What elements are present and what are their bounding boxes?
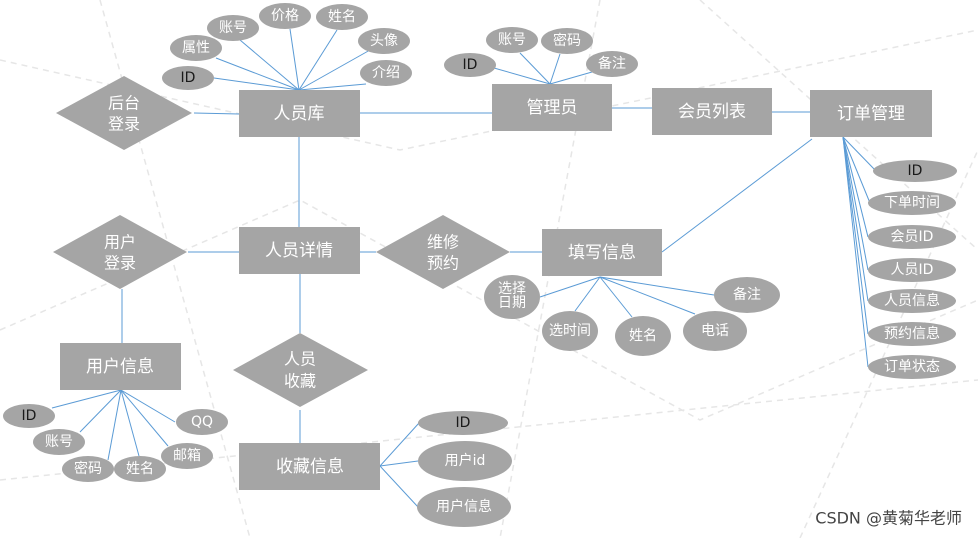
entity-label: 人员库 xyxy=(274,104,325,124)
attr-email: 邮箱 xyxy=(173,448,201,464)
attr-order-time: 下单时间 xyxy=(884,195,940,211)
attr-user-info: 用户信息 xyxy=(436,498,492,515)
attr-remark: 备注 xyxy=(733,286,761,303)
attr-account: 账号 xyxy=(219,20,247,36)
attr-account: 账号 xyxy=(498,32,526,48)
attr-id: ID xyxy=(456,415,471,431)
attr-avatar: 头像 xyxy=(370,33,398,49)
entity-label: 管理员 xyxy=(527,98,578,118)
attr-password: 密码 xyxy=(74,460,102,477)
user-info-attributes: ID 账号 密码 姓名 邮箱 QQ xyxy=(3,404,228,482)
attr-name: 姓名 xyxy=(629,328,657,344)
attr-name: 姓名 xyxy=(328,9,356,25)
attr-price: 价格 xyxy=(271,8,299,24)
entity-label: 收藏信息 xyxy=(276,457,344,477)
attr-id: ID xyxy=(463,57,478,73)
entity-label: 会员列表 xyxy=(678,102,746,122)
staff-attributes: ID 属性 账号 价格 姓名 头像 介绍 xyxy=(162,3,412,90)
attr-staff-info: 人员信息 xyxy=(884,292,940,309)
admin-attributes: ID 账号 密码 备注 xyxy=(444,27,638,77)
entity-member-list: 会员列表 xyxy=(652,88,772,135)
attr-select-date: 日期 xyxy=(498,295,526,311)
attr-id: ID xyxy=(22,408,37,424)
entity-label: 用户信息 xyxy=(86,357,154,377)
relation-label: 维修 xyxy=(427,233,459,252)
relation-label: 人员 xyxy=(284,350,316,369)
attr-account: 账号 xyxy=(45,434,73,450)
entity-staff-detail: 人员详情 xyxy=(239,227,360,274)
attr-phone: 电话 xyxy=(701,323,729,339)
attr-id: ID xyxy=(181,70,196,86)
watermark: CSDN @黄菊华老师 xyxy=(815,509,962,528)
entity-label: 填写信息 xyxy=(568,243,636,263)
favorite-info-attributes: ID 用户id 用户信息 xyxy=(417,411,512,527)
attr-order-status: 订单状态 xyxy=(884,359,940,375)
attr-member-id: 会员ID xyxy=(891,229,934,245)
relation-label: 登录 xyxy=(104,254,136,273)
entity-label: 订单管理 xyxy=(837,104,905,124)
relation-label: 预约 xyxy=(427,254,459,273)
connectors xyxy=(51,28,877,508)
attr-staff-id: 人员ID xyxy=(891,262,934,278)
attr-qq: QQ xyxy=(191,414,213,430)
attr-booking-info: 预约信息 xyxy=(884,325,940,342)
entity-user-info: 用户信息 xyxy=(60,343,181,390)
attr-password: 密码 xyxy=(553,32,581,49)
attr-property: 属性 xyxy=(182,40,210,56)
order-attributes: ID 下单时间 会员ID 人员ID 人员信息 预约信息 订单状态 xyxy=(868,160,957,379)
attr-name: 姓名 xyxy=(126,461,154,477)
entity-admin: 管理员 xyxy=(492,84,612,131)
attr-intro: 介绍 xyxy=(372,65,400,81)
entity-fill-info: 填写信息 xyxy=(542,229,662,276)
attr-id: ID xyxy=(908,163,923,179)
entity-staff-library: 人员库 xyxy=(239,90,360,137)
relation-label: 登录 xyxy=(108,115,140,134)
attr-user-id: 用户id xyxy=(445,452,486,469)
relation-label: 后台 xyxy=(108,94,140,113)
entity-order-mgmt: 订单管理 xyxy=(810,90,932,137)
relation-label: 用户 xyxy=(104,233,136,252)
entity-favorite-info: 收藏信息 xyxy=(239,443,380,490)
relation-label: 收藏 xyxy=(284,372,316,391)
attr-select-time: 选时间 xyxy=(549,323,591,339)
attr-remark: 备注 xyxy=(598,55,626,72)
attr-select-date: 选择 xyxy=(498,281,526,297)
entity-label: 人员详情 xyxy=(265,241,333,261)
